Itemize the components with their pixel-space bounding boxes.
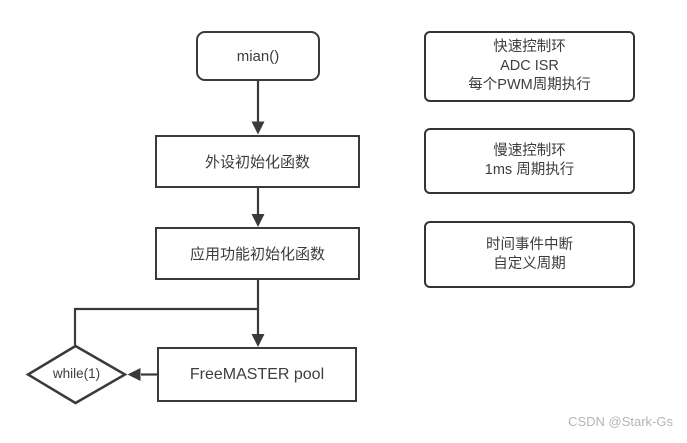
arrow-freemaster-to-while (127, 368, 157, 381)
node-app-init: 应用功能初始化函数 (155, 227, 360, 280)
arrow-main-to-peripheral (251, 81, 265, 135)
node-while-loop-label: while(1) (52, 366, 101, 381)
node-freemaster-pool: FreeMASTER pool (157, 347, 357, 402)
branch-line-to-while (73, 307, 258, 345)
node-main: mian() (196, 31, 320, 81)
annotation-line: 1ms 周期执行 (484, 162, 575, 178)
arrow-peripheral-to-app (251, 188, 265, 227)
annotation-time-event-interrupt: 时间事件中断 自定义周期 (424, 221, 635, 288)
annotation-line: 自定义周期 (493, 255, 566, 272)
annotation-line: 每个PWM周期执行 (468, 77, 591, 93)
arrow-app-to-freemaster (251, 280, 265, 347)
annotation-line: 时间事件中断 (486, 236, 573, 253)
annotation-line: 慢速控制环 (493, 143, 566, 159)
csdn-watermark: CSDN @Stark-Gs (568, 414, 673, 429)
annotation-line: ADC ISR (500, 58, 559, 74)
annotation-line: 快速控制环 (493, 39, 566, 55)
node-peripheral-init: 外设初始化函数 (155, 135, 360, 188)
annotation-fast-control-loop: 快速控制环 ADC ISR 每个PWM周期执行 (424, 31, 635, 102)
while-diamond (25, 344, 128, 405)
annotation-slow-control-loop: 慢速控制环 1ms 周期执行 (424, 128, 635, 194)
